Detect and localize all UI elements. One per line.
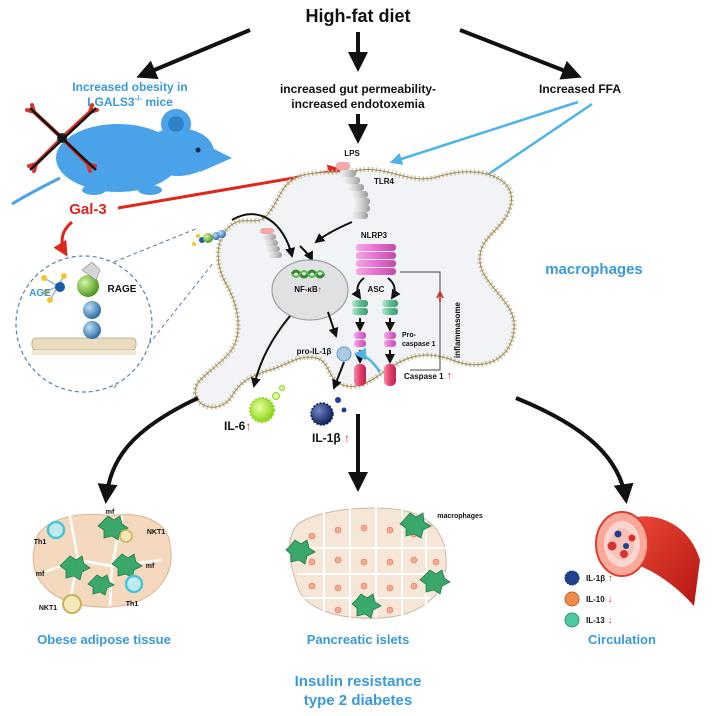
adipose-cell-label-6: Th1 xyxy=(126,601,139,608)
arrow-tlr4-internal xyxy=(314,221,353,244)
islets-label: Pancreatic islets xyxy=(307,632,410,647)
macrophages-label: macrophages xyxy=(545,261,643,278)
gut-permeability-line1: increased gut permeability- xyxy=(280,82,436,96)
arrow-gal3-to-rage xyxy=(53,220,74,257)
rage-small-icon xyxy=(192,230,226,246)
caspase1-label: Caspase 1 ↑ xyxy=(404,370,452,382)
arrow-to-adipose xyxy=(97,396,199,504)
arrow-nfkb-to-il6 xyxy=(250,315,291,388)
age-label: AGE xyxy=(29,288,51,299)
mouse-icon xyxy=(11,109,232,206)
pancreatic-islets-illustration xyxy=(285,506,451,619)
caspase1-icon xyxy=(354,364,396,386)
il6-label: IL-6↑ xyxy=(224,419,251,433)
arrow-nfkb-to-proil1b xyxy=(327,311,339,338)
nlrp3-complex-icon xyxy=(356,244,396,275)
adipose-cell-label-1: mf xyxy=(106,509,115,516)
nucleus xyxy=(271,259,349,321)
cell-membrane-outline xyxy=(194,168,515,408)
gut-permeability-line2: increased endotoxemia xyxy=(291,97,425,111)
knockout-galectin-icon xyxy=(25,103,99,173)
tlr4-label: TLR4 xyxy=(374,177,395,186)
adipose-cell-label-2: NKT1 xyxy=(147,529,165,536)
arrow-ffa-to-tlr4 xyxy=(389,100,579,165)
pro-il1b-label: pro-IL-1β xyxy=(297,347,332,356)
nfkb-label: NF-κB↑ xyxy=(294,285,322,294)
islets-macrophages-label: macrophages xyxy=(437,513,483,520)
il6-particle xyxy=(249,385,285,423)
adipose-label: Obese adipose tissue xyxy=(37,632,171,647)
rage-label: RAGE xyxy=(108,284,137,295)
arrow-rage-to-nfkb xyxy=(231,213,296,258)
rage-zoom-inset xyxy=(15,227,215,393)
legend-swatch-il1b xyxy=(564,570,580,586)
asc-label: ASC xyxy=(368,285,385,294)
obesity-label-line2: LGALS3-/- mice xyxy=(87,94,173,109)
pro-caspase-label-line1: Pro- xyxy=(402,332,417,339)
lps-label: LPS xyxy=(344,149,360,158)
arrow-to-circulation xyxy=(515,396,634,504)
arrow-proil1b-to-il1b xyxy=(332,361,345,390)
adipose-cell-label-3: Th1 xyxy=(34,539,47,546)
adipose-cell-label-7: NKT1 xyxy=(39,605,57,612)
dna-icon xyxy=(290,269,326,279)
legend-label-il1b: IL-1β ↑ xyxy=(586,573,613,584)
obesity-label-line1: Increased obesity in xyxy=(72,80,187,94)
arrow-caspase-cleaves-proil1b xyxy=(353,347,382,373)
adipose-cell-label-4: mf xyxy=(36,571,45,578)
arrow-diet-to-obesity xyxy=(136,28,251,80)
conclusion-line1: Insulin resistance xyxy=(295,673,422,690)
arrow-nlrp3-right xyxy=(387,277,401,300)
endosome-receptor-icon xyxy=(260,228,282,258)
inflammasome-bracket xyxy=(400,271,441,371)
arrow-endosome-to-nfkb xyxy=(299,245,313,262)
nlrp3-label: NLRP3 xyxy=(361,231,388,240)
blood-vessel-illustration xyxy=(595,511,700,606)
il1b-particle xyxy=(310,397,347,426)
circulation-label: Circulation xyxy=(588,632,656,647)
arrow-nlrp3-left xyxy=(351,277,365,300)
arrow-diet-to-ffa xyxy=(459,28,582,80)
pro-il1b-particle xyxy=(336,346,352,362)
ffa-label: Increased FFA xyxy=(539,82,621,96)
inflammasome-up-arrow xyxy=(436,289,444,302)
pro-caspase-label-line2: caspase 1 xyxy=(402,341,436,348)
legend-label-il10: IL-10 ↓ xyxy=(586,594,612,605)
tlr4-receptor-icon xyxy=(336,162,370,219)
il1b-label: IL-1β ↑ xyxy=(312,431,350,445)
asc-complex-icon xyxy=(352,300,398,315)
gal3-label: Gal-3 xyxy=(69,201,107,218)
conclusion-line2: type 2 diabetes xyxy=(304,692,412,709)
legend-label-il13: IL-13 ↓ xyxy=(586,615,612,626)
legend-swatch-il13 xyxy=(564,612,580,628)
legend-swatch-il10 xyxy=(564,591,580,607)
pro-caspase-icon xyxy=(354,332,396,347)
adipose-tissue-illustration xyxy=(32,513,172,614)
adipose-cell-label-5: mf xyxy=(146,563,155,570)
diagram-title: High-fat diet xyxy=(306,6,411,26)
circulation-legend: IL-1β ↑ IL-10 ↓ IL-13 ↓ xyxy=(564,570,613,628)
inflammasome-label: inflammasome xyxy=(453,301,462,358)
